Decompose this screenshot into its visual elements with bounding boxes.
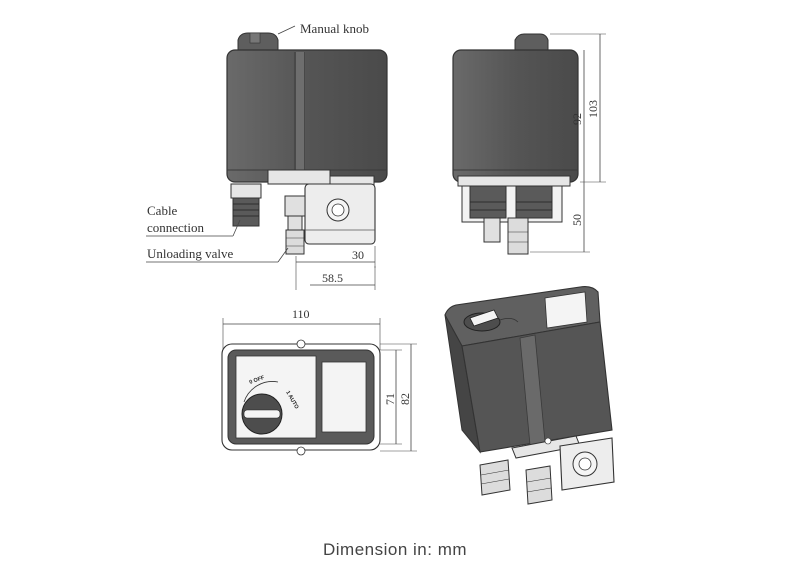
dimension-30: 30 [352,248,364,262]
manual-knob-label: Manual knob [300,21,369,36]
dimension-58-5: 58.5 [322,271,343,285]
unloading-valve-label: Unloading valve [147,246,234,261]
cable-connection-label-line1: Cable [147,203,178,218]
dimension-50: 50 [570,214,584,226]
dimension-82: 82 [398,393,412,405]
dimension-71: 71 [383,393,397,405]
cable-connection-label-line2: connection [147,220,205,235]
dimension-units-caption: Dimension in: mm [323,540,467,559]
dial-off-label: 0 OFF [249,375,266,386]
perspective-view [444,286,615,505]
dimension-110: 110 [292,307,310,321]
side-view [452,33,606,255]
dimension-92: 92 [570,113,584,125]
dimension-103: 103 [586,100,600,118]
top-view [221,318,417,456]
front-view [146,25,388,290]
